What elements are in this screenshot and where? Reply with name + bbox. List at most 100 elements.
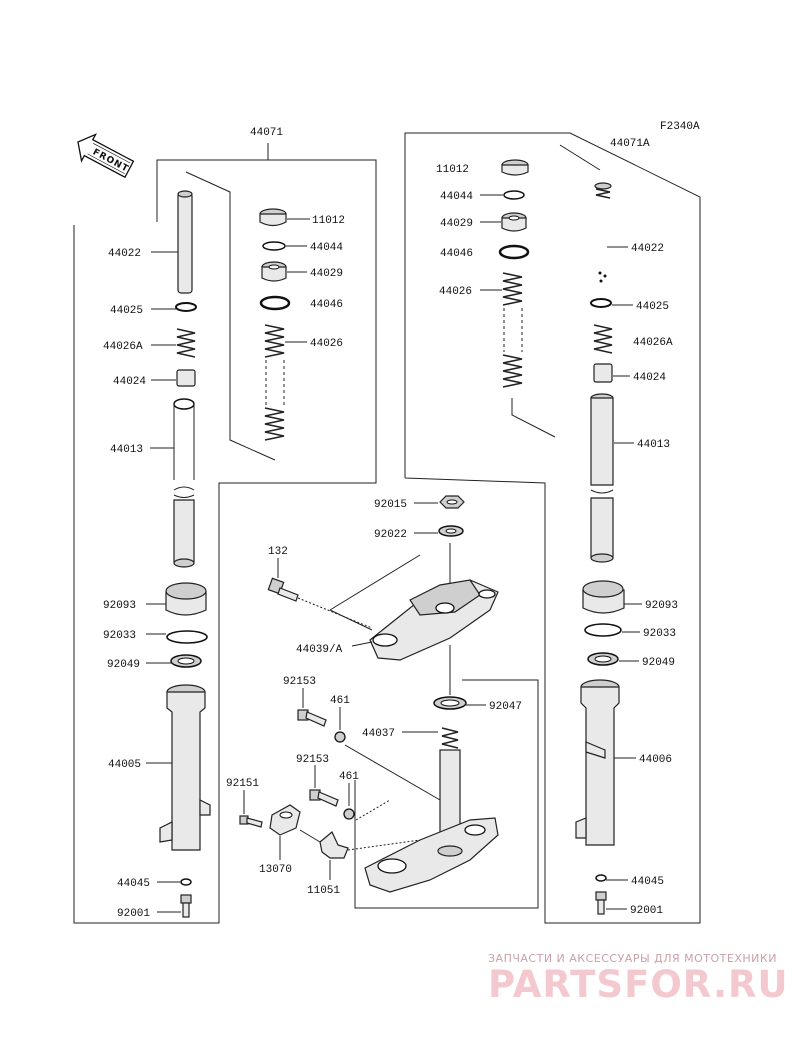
part-44022-left: 44022 xyxy=(108,190,193,294)
part-44026A-right: 44026A xyxy=(593,324,673,354)
label-92001-right: 92001 xyxy=(630,905,663,917)
label-92022: 92022 xyxy=(374,529,407,541)
label-44026-right: 44026 xyxy=(439,286,472,298)
label-44025-left: 44025 xyxy=(110,305,143,317)
part-44046-right: 44046 xyxy=(440,244,530,260)
part-132: 132 xyxy=(267,546,373,629)
label-92015: 92015 xyxy=(374,499,407,511)
part-92093-right: 92093 xyxy=(582,580,678,614)
part-44022-right: 44022 xyxy=(594,182,664,283)
watermark-tagline: ЗАПЧАСТИ И АКСЕССУАРЫ ДЛЯ МОТОТЕХНИКИ xyxy=(488,952,777,965)
label-92093-right: 92093 xyxy=(645,600,678,612)
left-fork: 44022 44025 44026A 44024 44013 xyxy=(103,127,345,920)
label-44044-right: 44044 xyxy=(440,191,473,203)
part-44045-right: 44045 xyxy=(595,874,664,888)
label-44024-left: 44024 xyxy=(113,376,146,388)
part-92001-left: 92001 xyxy=(117,894,192,920)
part-44037: 44037 xyxy=(362,727,499,893)
label-44022-left: 44022 xyxy=(108,248,141,260)
label-92033-right: 92033 xyxy=(643,628,676,640)
part-44005-left: 44005 xyxy=(108,684,211,851)
part-461-b: 461 xyxy=(339,771,359,820)
label-44029-right: 44029 xyxy=(440,218,473,230)
label-44071A: 44071A xyxy=(610,138,650,150)
label-44037: 44037 xyxy=(362,728,395,740)
label-44025-right: 44025 xyxy=(636,301,669,313)
label-44044-left: 44044 xyxy=(310,242,343,254)
label-44013-right: 44013 xyxy=(637,439,670,451)
part-44024-right: 44024 xyxy=(593,363,666,384)
label-461-a: 461 xyxy=(330,695,350,707)
part-92151: 92151 xyxy=(226,778,263,828)
label-92049-left: 92049 xyxy=(107,659,140,671)
part-44006-right: 44006 xyxy=(575,679,672,846)
part-92033-right: 92033 xyxy=(584,623,676,640)
label-44045-left: 44045 xyxy=(117,878,150,890)
label-44024-right: 44024 xyxy=(633,372,666,384)
label-44071: 44071 xyxy=(250,127,283,139)
label-13070: 13070 xyxy=(259,864,292,876)
part-461-a: 461 xyxy=(330,695,350,743)
label-92033-left: 92033 xyxy=(103,630,136,642)
label-44022-right: 44022 xyxy=(631,243,664,255)
label-44046-right: 44046 xyxy=(440,248,473,260)
label-92047: 92047 xyxy=(489,701,522,713)
part-92049-right: 92049 xyxy=(587,652,675,669)
label-92151: 92151 xyxy=(226,778,259,790)
part-13070: 13070 xyxy=(259,804,301,876)
part-44024-left: 44024 xyxy=(113,369,196,388)
part-44025-left: 44025 xyxy=(110,302,197,317)
label-11012-right: 11012 xyxy=(436,164,469,176)
part-44045-left: 44045 xyxy=(117,878,192,890)
label-461-b: 461 xyxy=(339,771,359,783)
part-92015: 92015 xyxy=(374,495,465,511)
figure-code: F2340A xyxy=(660,121,700,133)
label-44026-left: 44026 xyxy=(310,338,343,350)
part-44026-left: 44026 xyxy=(264,324,343,441)
part-44013-right: 44013 xyxy=(590,393,670,563)
label-44039A: 44039/A xyxy=(296,644,343,656)
label-44045-right: 44045 xyxy=(631,876,664,888)
part-92033-left: 92033 xyxy=(103,630,208,644)
label-44026A-left: 44026A xyxy=(103,341,143,353)
part-92049-left: 92049 xyxy=(107,654,202,671)
label-92001-left: 92001 xyxy=(117,908,150,920)
part-92047: 92047 xyxy=(433,696,522,713)
label-44046-left: 44046 xyxy=(310,299,343,311)
part-44026A-left: 44026A xyxy=(103,328,196,358)
label-92049-right: 92049 xyxy=(642,657,675,669)
part-44046-left: 44046 xyxy=(259,295,343,311)
part-92093-left: 92093 xyxy=(103,582,207,616)
part-92022: 92022 xyxy=(374,525,464,541)
right-fork: 44071A 11012 44044 44029 44046 xyxy=(436,138,678,917)
part-92153-b: 92153 xyxy=(296,754,339,807)
label-11012-left: 11012 xyxy=(312,215,345,227)
label-44026A-right: 44026A xyxy=(633,337,673,349)
label-92153-b: 92153 xyxy=(296,754,329,766)
part-92001-right: 92001 xyxy=(595,891,663,917)
label-11051: 11051 xyxy=(307,885,340,897)
label-44005-left: 44005 xyxy=(108,759,141,771)
part-44025-right: 44025 xyxy=(590,298,669,313)
group-outlines xyxy=(73,132,701,924)
part-92153-a: 92153 xyxy=(283,676,327,727)
front-arrow-icon: FRONT xyxy=(77,133,135,179)
part-44039A: 44039/A xyxy=(296,554,499,661)
part-44029-left: 44029 xyxy=(261,261,343,282)
part-11012-right: 11012 xyxy=(436,159,529,176)
label-44006-right: 44006 xyxy=(639,754,672,766)
label-132: 132 xyxy=(268,546,288,558)
part-44013-left: 44013 xyxy=(110,398,195,568)
part-44044-right: 44044 xyxy=(440,190,525,203)
part-44026-right: 44026 xyxy=(439,272,523,388)
label-44013-left: 44013 xyxy=(110,444,143,456)
watermark-logo: PARTSFOR.RU xyxy=(488,963,789,1006)
part-44029-right: 44029 xyxy=(440,212,527,232)
part-11012-left: 11012 xyxy=(259,208,345,227)
steering-assembly: 92015 92022 132 44039/A xyxy=(226,495,522,897)
label-92153-a: 92153 xyxy=(283,676,316,688)
label-92093-left: 92093 xyxy=(103,600,136,612)
label-44029-left: 44029 xyxy=(310,268,343,280)
part-44044-left: 44044 xyxy=(262,241,343,254)
